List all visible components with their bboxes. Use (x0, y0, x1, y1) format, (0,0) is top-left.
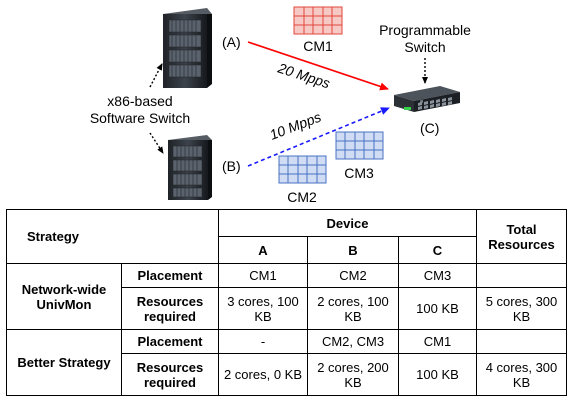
table-cell (476, 329, 567, 354)
flow-b-arrow (247, 107, 390, 167)
cm3-label: CM3 (344, 165, 374, 181)
server-b-icon (168, 135, 212, 200)
device-c-header: C (398, 236, 477, 264)
resources-label: Resources required (121, 353, 219, 396)
device-a-header: A (218, 236, 308, 264)
flow-a-arrow (247, 41, 389, 91)
label-a: (A) (222, 34, 241, 50)
table-cell: 3 cores, 100 KB (218, 287, 308, 330)
device-b-header: B (307, 236, 399, 264)
server-b-pointer (149, 132, 164, 154)
table-cell: 2 cores, 100 KB (307, 287, 399, 330)
table-subheader-row: A B C (7, 236, 567, 264)
table-cell: 2 cores, 200 KB (307, 353, 399, 396)
table-cell: 5 cores, 300 KB (476, 287, 567, 330)
table-cell: CM2 (307, 263, 399, 288)
table-cell: CM1 (218, 263, 308, 288)
placement-label: Placement (121, 329, 219, 354)
strategy-header: Strategy (6, 209, 219, 264)
cm2-label: CM2 (287, 189, 317, 205)
programmable-switch-icon (394, 86, 460, 112)
table-row: Resources required 2 cores, 0 KB 2 cores… (7, 353, 567, 396)
table-cell: 100 KB (398, 353, 477, 396)
rate-a-label: 20 Mpps (275, 59, 332, 91)
cm1-label: CM1 (303, 38, 333, 54)
table-cell: CM1 (398, 329, 477, 354)
table-row: Better Strategy Placement - CM2, CM3 CM1 (6, 329, 567, 396)
device-header: Device (218, 209, 477, 237)
table-cell: 100 KB (398, 287, 477, 330)
table-cell (476, 263, 567, 288)
cm3-sketch-icon (335, 131, 384, 160)
server-a-pointer (149, 63, 163, 88)
cm2-sketch-icon (278, 155, 327, 184)
table-cell: CM3 (398, 263, 477, 288)
table-cell: CM2, CM3 (307, 329, 399, 354)
strategy-table: Strategy Device Total Resources A B C Ne… (6, 209, 567, 396)
network-diagram: x86-based Software Switch Programmable S… (90, 6, 471, 205)
cm1-sketch-icon (293, 6, 343, 35)
table-cell: 4 cores, 300 KB (476, 353, 567, 396)
switch-label-line2: Switch (404, 39, 445, 55)
placement-label: Placement (121, 263, 219, 288)
strategy-name: Better Strategy (6, 329, 122, 396)
table-cell: - (218, 329, 308, 354)
table-row: Network-wide UnivMon Placement CM1 CM2 C… (6, 263, 567, 330)
server-a-icon (163, 8, 212, 88)
resources-label: Resources required (121, 287, 219, 330)
label-c: (C) (420, 120, 439, 136)
label-b: (B) (222, 158, 241, 174)
server-label-line1: x86-based (107, 93, 172, 109)
switch-label-line1: Programmable (379, 22, 471, 38)
total-resources-header: Total Resources (476, 209, 567, 264)
table-cell: 2 cores, 0 KB (218, 353, 308, 396)
table-header-row: Strategy Device Total Resources (6, 209, 567, 264)
server-label-line2: Software Switch (90, 110, 190, 126)
strategy-name: Network-wide UnivMon (6, 263, 122, 330)
table-row: Resources required 3 cores, 100 KB 2 cor… (7, 287, 567, 330)
